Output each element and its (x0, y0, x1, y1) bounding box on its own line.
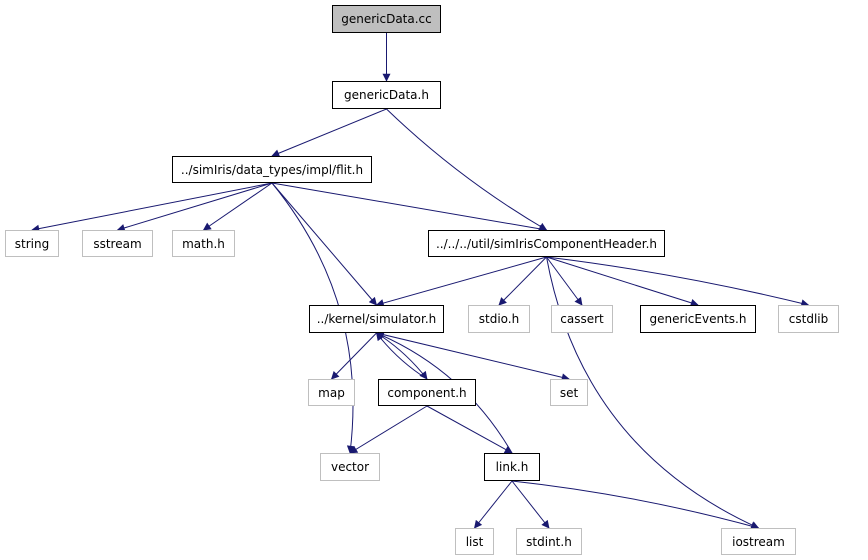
edge-flit_h-to-sstream (116, 182, 273, 232)
node-set[interactable]: set (550, 379, 588, 406)
node-vector[interactable]: vector (320, 453, 380, 481)
node-iostream[interactable]: iostream (721, 528, 796, 555)
edge-flit_h-to-math_h (202, 182, 273, 231)
edge-link_h-to-stdint_h (511, 480, 550, 529)
edge-simIrisComponentHeader_h-to-cassert (546, 256, 583, 306)
edge-simIrisComponentHeader_h-to-simulator_h (375, 256, 547, 307)
node-math-h[interactable]: math.h (172, 230, 235, 257)
node-stdio-h[interactable]: stdio.h (468, 305, 530, 333)
edge-flit_h-to-simulator_h (271, 182, 378, 306)
node-list[interactable]: list (455, 528, 494, 555)
edge-simIrisComponentHeader_h-to-cstdlib (546, 256, 810, 308)
edge-component_h-to-link_h (426, 405, 513, 454)
edge-link_h-to-list (474, 480, 513, 529)
node-map[interactable]: map (308, 379, 355, 406)
edge-simulator_h-to-set (376, 332, 570, 382)
edge-link_h-to-iostream (511, 480, 760, 530)
node-sstream[interactable]: sstream (82, 230, 153, 257)
edge-component_h-to-vector (349, 405, 428, 454)
node-string[interactable]: string (5, 230, 59, 257)
node-cstdlib[interactable]: cstdlib (778, 305, 839, 333)
node-genericdata-h[interactable]: genericData.h (332, 81, 441, 109)
edge-simIrisComponentHeader_h-to-stdio_h (498, 256, 547, 306)
node-stdint-h[interactable]: stdint.h (516, 528, 582, 555)
node-simulator-h[interactable]: ../kernel/simulator.h (309, 305, 444, 333)
edge-flit_h-to-simIrisComponentHeader_h (271, 182, 548, 233)
node-simiriscomponentheader-h[interactable]: ../../../util/simIrisComponentHeader.h (428, 230, 665, 257)
edge-simIrisComponentHeader_h-to-genericEvents_h (546, 256, 699, 307)
edge-genericData_h-to-simIrisComponentHeader_h (386, 108, 548, 231)
node-cassert[interactable]: cassert (551, 305, 613, 333)
edge-flit_h-to-string (31, 182, 273, 233)
node-genericdata-cc[interactable]: genericData.cc (332, 5, 441, 33)
node-flit-h[interactable]: ../simIris/data_types/impl/flit.h (172, 156, 372, 183)
edge-genericData_h-to-flit_h (271, 108, 387, 157)
edge-simulator_h-to-map (330, 332, 377, 380)
node-component-h[interactable]: component.h (378, 379, 476, 406)
node-link-h[interactable]: link.h (484, 453, 540, 481)
node-genericevents-h[interactable]: genericEvents.h (640, 305, 756, 333)
